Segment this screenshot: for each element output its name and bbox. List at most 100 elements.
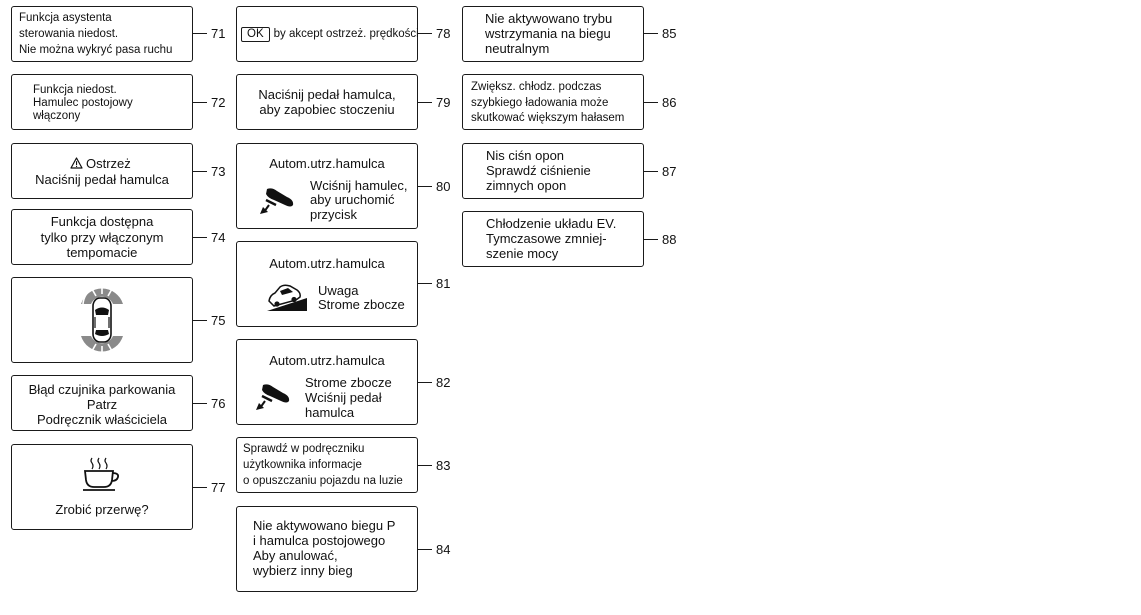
message-78-text: by akcept ostrzeż. prędkości [273, 28, 419, 40]
message-80-line-1: Wciśnij hamulec, [310, 178, 408, 193]
message-panel-86 [462, 74, 644, 130]
message-panel-88 [462, 211, 644, 267]
foot-on-brake-pedal-icon [256, 384, 290, 410]
leader-line-82 [418, 382, 432, 384]
message-panel-74 [11, 209, 193, 265]
message-86-line-3: skutkować większym hałasem [471, 112, 625, 124]
message-73-line-2: Naciśnij pedał hamulca [35, 172, 169, 187]
callout-number-76: 76 [211, 396, 226, 411]
message-88-line-1: Chłodzenie układu EV. [486, 216, 617, 231]
message-73-line-1: Ostrzeż [86, 156, 131, 171]
message-panel-78 [236, 6, 418, 62]
message-panel-80 [236, 143, 418, 229]
message-87-line-3: zimnych opon [486, 178, 567, 193]
message-80-title: Autom.utrz.hamulca [269, 156, 385, 171]
callout-number-77: 77 [211, 480, 226, 495]
leader-line-71 [193, 33, 207, 35]
message-72-line-2: Hamulec postojowy [33, 97, 133, 109]
leader-line-73 [193, 171, 207, 173]
leader-line-77 [193, 487, 207, 489]
leader-line-79 [418, 102, 432, 104]
message-panel-79 [236, 74, 418, 130]
message-81-line-1: Uwaga [318, 283, 359, 298]
coffee-cup-icon [83, 457, 120, 491]
message-85-line-1: Nie aktywowano trybu [485, 11, 613, 26]
message-71-line-1: Funkcja asystenta [19, 12, 112, 24]
message-71-line-3: Nie można wykryć pasa ruchu [19, 44, 173, 56]
leader-line-76 [193, 403, 207, 405]
warning-triangle-icon [70, 157, 83, 169]
callout-number-83: 83 [436, 458, 451, 473]
message-84-line-4: wybierz inny bieg [253, 563, 353, 578]
message-71-line-2: sterowania niedost. [19, 28, 119, 40]
message-81-title: Autom.utrz.hamulca [269, 256, 385, 271]
message-79-line-2: aby zapobiec stoczeniu [259, 102, 395, 117]
message-74-line-3: tempomacie [66, 245, 138, 260]
message-85-line-3: neutralnym [485, 41, 550, 56]
message-84-line-2: i hamulca postojowego [253, 533, 386, 548]
leader-line-86 [644, 102, 658, 104]
message-85-line-2: wstrzymania na biegu [485, 26, 611, 41]
message-panel-71 [11, 6, 193, 62]
message-81-line-2: Strome zbocze [318, 297, 405, 312]
message-82-line-1: Strome zbocze [305, 375, 392, 390]
message-84-line-1: Nie aktywowano biegu P [253, 518, 396, 533]
message-panel-84 [236, 506, 418, 592]
leader-line-78 [418, 33, 432, 35]
message-80-line-3: przycisk [310, 207, 357, 222]
ok-button-symbol: OK [241, 27, 270, 42]
message-82-line-2: Wciśnij pedał [305, 390, 382, 405]
callout-number-78: 78 [436, 26, 451, 41]
message-panel-73 [11, 143, 193, 199]
message-82-line-3: hamulca [305, 405, 355, 420]
message-76-line-3: Podręcznik właściciela [36, 412, 168, 427]
message-72-line-1: Funkcja niedost. [33, 84, 117, 96]
message-86-line-1: Zwiększ. chłodz. podczas [471, 81, 602, 93]
message-panel-87 [462, 143, 644, 199]
leader-line-72 [193, 102, 207, 104]
message-panel-81 [236, 241, 418, 327]
message-74-line-2: tylko przy włączonym [40, 230, 164, 245]
message-87-line-2: Sprawdź ciśnienie [486, 163, 591, 178]
leader-line-83 [418, 465, 432, 467]
callout-number-85: 85 [662, 26, 677, 41]
leader-line-81 [418, 283, 432, 285]
message-panel-85 [462, 6, 644, 62]
message-panel-72 [11, 74, 193, 130]
callout-number-88: 88 [662, 232, 677, 247]
message-88-line-3: szenie mocy [486, 246, 559, 261]
callout-number-73: 73 [211, 164, 226, 179]
car-on-steep-slope-icon [267, 284, 307, 311]
callout-number-79: 79 [436, 95, 451, 110]
callout-number-86: 86 [662, 95, 677, 110]
message-83-line-2: użytkownika informacje [243, 459, 362, 471]
leader-line-88 [644, 239, 658, 241]
callout-number-80: 80 [436, 179, 451, 194]
message-79-line-1: Naciśnij pedał hamulca, [258, 87, 396, 102]
message-76-line-2: Patrz [86, 397, 118, 412]
message-panel-76 [11, 375, 193, 431]
callout-number-75: 75 [211, 313, 226, 328]
leader-line-80 [418, 186, 432, 188]
message-72-line-3: włączony [33, 110, 81, 122]
message-77-line-1: Zrobić przerwę? [55, 502, 149, 517]
message-80-line-2: aby uruchomić [310, 192, 395, 207]
leader-line-75 [193, 320, 207, 322]
parking-sensor-car-icon [81, 284, 123, 356]
message-87-line-1: Nis ciśn opon [486, 148, 565, 163]
callout-number-74: 74 [211, 230, 226, 245]
callout-number-87: 87 [662, 164, 677, 179]
message-83-line-1: Sprawdź w podręczniku [243, 443, 365, 455]
callout-number-72: 72 [211, 95, 226, 110]
message-84-line-3: Aby anulować, [253, 548, 338, 563]
callout-number-71: 71 [211, 26, 226, 41]
message-74-line-1: Funkcja dostępna [50, 214, 154, 229]
message-86-line-2: szybkiego ładowania może [471, 97, 609, 109]
message-83-line-3: o opuszczaniu pojazdu na luzie [243, 475, 403, 487]
leader-line-87 [644, 171, 658, 173]
callout-number-82: 82 [436, 375, 451, 390]
message-76-line-1: Błąd czujnika parkowania [28, 382, 176, 397]
callout-number-84: 84 [436, 542, 451, 557]
foot-on-brake-pedal-icon [260, 188, 294, 214]
